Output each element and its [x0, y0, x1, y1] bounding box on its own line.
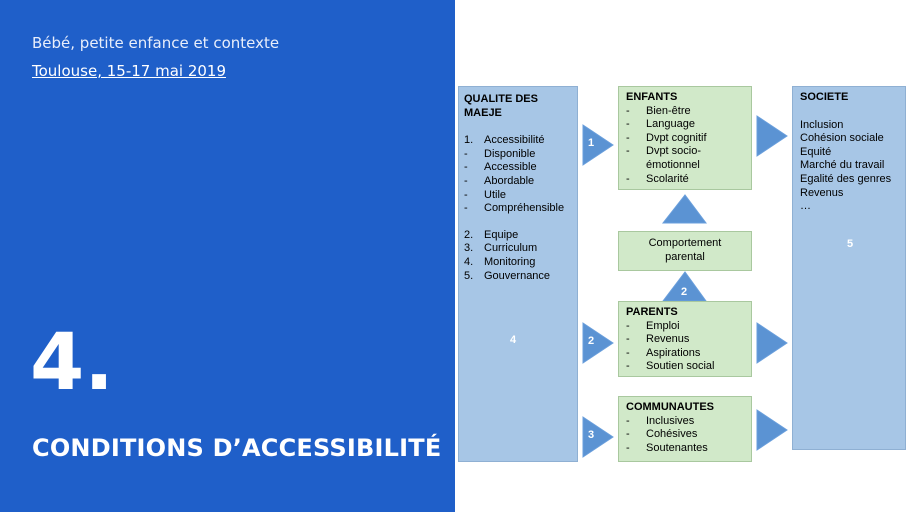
societe-title: SOCIETE	[800, 91, 849, 103]
box-societe: SOCIETE Inclusion Cohésion sociale Equit…	[792, 86, 906, 450]
list-item: -Disponible	[464, 147, 536, 160]
event-subtitle: Bébé, petite enfance et contexte	[32, 34, 280, 52]
arrow-label-parents-up: 2	[681, 286, 688, 298]
societe-center-number: 5	[847, 238, 854, 250]
arrow-parents-to-societe	[756, 322, 788, 364]
list-item: Egalité des genres	[800, 172, 892, 185]
list-item: -Compréhensible	[464, 202, 565, 215]
list-item: -Language	[626, 118, 695, 131]
list-item: -Soutenantes	[626, 441, 708, 454]
list-item: émotionnel	[646, 158, 700, 171]
event-dates-link[interactable]: Toulouse, 15-17 mai 2019	[32, 62, 226, 80]
list-item: -Aspirations	[626, 346, 701, 359]
arrow-enfants-to-societe	[756, 115, 788, 157]
box-enfants: ENFANTS -Bien-être -Language -Dvpt cogni…	[618, 86, 752, 190]
list-item: -Dvpt socio-	[626, 145, 702, 158]
list-item: Revenus	[800, 186, 844, 199]
list-item: -Soutien social	[626, 360, 715, 373]
list-item: -Emploi	[626, 319, 680, 332]
list-item: Inclusion	[800, 118, 844, 131]
comportement-line1: Comportement	[648, 237, 722, 249]
arrow-comportement-to-enfants	[661, 194, 707, 224]
qualite-title-line1: QUALITE DES	[464, 93, 538, 105]
list-item: Marché du travail	[800, 159, 885, 172]
list-item: -Bien-être	[626, 104, 691, 117]
parents-title: PARENTS	[626, 306, 678, 318]
communautes-list: -Inclusives -Cohésives -Soutenantes	[626, 415, 751, 456]
list-item: -Abordable	[464, 174, 535, 187]
arrow-label-3: 3	[588, 429, 595, 441]
qualite-title-line2: MAEJE	[464, 106, 502, 119]
section-number: 4.	[30, 318, 114, 408]
list-item: Equité	[800, 145, 832, 158]
arrow-label-2: 2	[588, 335, 595, 347]
list-item: 5.Gouvernance	[464, 269, 551, 282]
arrow-communautes-to-societe	[756, 409, 788, 451]
arrow-to-communautes	[582, 416, 614, 458]
arrow-to-parents	[582, 322, 614, 364]
box-comportement-parental: Comportement parental	[618, 231, 752, 271]
arrow-to-enfants	[582, 124, 614, 166]
box-communautes: COMMUNAUTES -Inclusives -Cohésives -Sout…	[618, 396, 752, 462]
list-item: …	[800, 200, 811, 213]
list-item: 1.Accessibilité	[464, 134, 545, 147]
list-item: -Scolarité	[626, 172, 689, 185]
arrow-label-1: 1	[588, 137, 595, 149]
title-panel: Bébé, petite enfance et contexte Toulous…	[0, 0, 455, 512]
list-item: 3.Curriculum	[464, 242, 538, 255]
list-item: -Utile	[464, 188, 507, 201]
qualite-list-b: 2.Equipe 3.Curriculum 4.Monitoring 5.Gou…	[464, 229, 577, 283]
box-qualite-maeje: QUALITE DES MAEJE 1.Accessibilité -Dispo…	[458, 86, 578, 462]
list-item: -Accessible	[464, 161, 537, 174]
list-item: 2.Equipe	[464, 228, 519, 241]
list-item: Cohésion sociale	[800, 132, 884, 145]
list-item: -Revenus	[626, 333, 690, 346]
comportement-line2: parental	[665, 250, 705, 263]
list-item: -Inclusives	[626, 414, 695, 427]
qualite-center-number: 4	[510, 334, 517, 346]
communautes-title: COMMUNAUTES	[626, 401, 714, 413]
qualite-list-a: 1.Accessibilité -Disponible -Accessible …	[464, 134, 577, 216]
list-item: -Dvpt cognitif	[626, 131, 707, 144]
box-parents: PARENTS -Emploi -Revenus -Aspirations -S…	[618, 301, 752, 377]
list-item: -Cohésives	[626, 428, 698, 441]
list-item: 4.Monitoring	[464, 255, 536, 268]
section-title: CONDITIONS D’ACCESSIBILITÉ	[32, 434, 442, 462]
parents-list: -Emploi -Revenus -Aspirations -Soutien s…	[626, 320, 751, 374]
societe-list: Inclusion Cohésion sociale Equité Marché…	[800, 119, 905, 214]
enfants-list: -Bien-être -Language -Dvpt cognitif -Dvp…	[626, 105, 751, 187]
enfants-title: ENFANTS	[626, 91, 678, 103]
